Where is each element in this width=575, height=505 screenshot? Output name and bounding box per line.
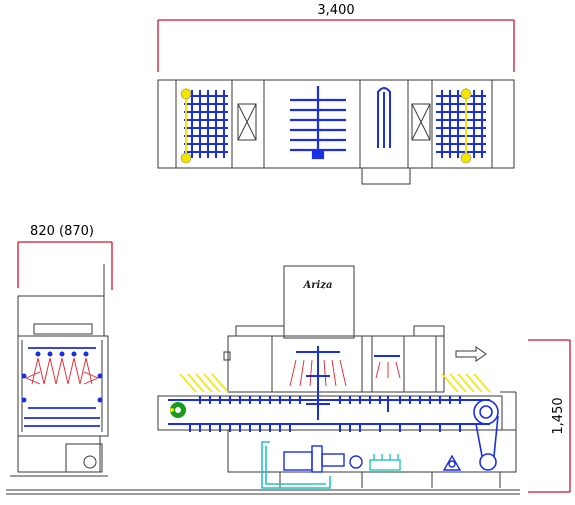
top-center-wash-arms [290, 86, 346, 160]
detergent-pump [369, 454, 401, 471]
drive-gear-left [170, 402, 186, 418]
height-label: 1,450 [551, 397, 566, 434]
top-left-spray-arm [180, 88, 192, 164]
drain-valve [442, 454, 462, 471]
wash-arm-tower [296, 346, 400, 420]
floor-line [6, 489, 520, 495]
end-view: 820 (870) [10, 224, 113, 477]
conveyor-belt [168, 396, 490, 432]
front-view: Ariza [157, 265, 517, 489]
top-right-spray-arm [460, 88, 472, 164]
top-width-label: 3,400 [317, 3, 354, 18]
water-pipes [261, 441, 331, 489]
pump-motor [283, 445, 363, 473]
top-right-rack-grid [436, 90, 486, 158]
final-rinse-spray [441, 373, 491, 393]
top-left-rack-grid [184, 90, 228, 158]
pre-wash-spray [179, 373, 229, 393]
wash-sprays [289, 359, 401, 387]
direction-arrow [455, 346, 487, 362]
top-width-dimension [157, 19, 515, 72]
end-view-conveyor [24, 347, 100, 427]
height-dimension [528, 339, 571, 493]
end-view-nozzles [21, 351, 103, 403]
drive-sprocket-right [473, 399, 499, 471]
top-view: 3,400 [157, 3, 515, 185]
side-width-label: 820 (870) [30, 224, 94, 239]
end-view-spray [25, 357, 99, 385]
side-width-dimension [17, 241, 113, 290]
top-rinse-arms [377, 87, 391, 148]
brand-logo: Ariza [303, 280, 333, 291]
